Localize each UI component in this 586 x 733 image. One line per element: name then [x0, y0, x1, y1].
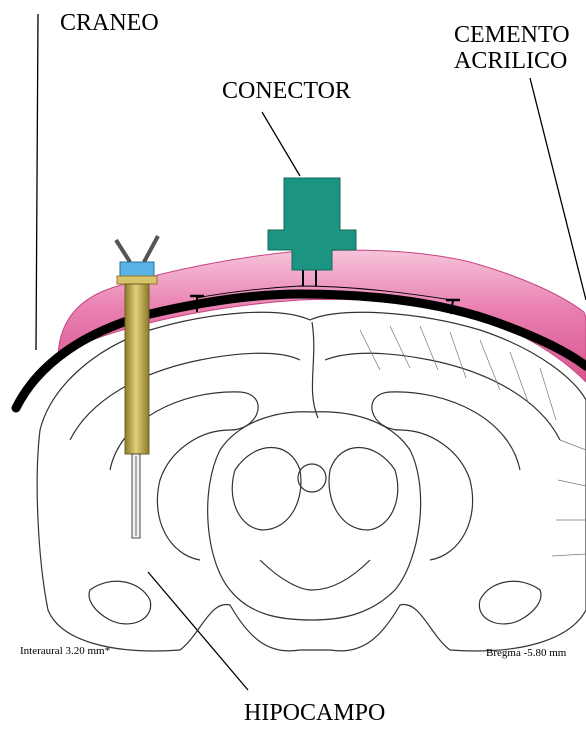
- label-conector: CONECTOR: [222, 78, 351, 104]
- hippocampus-right: [372, 392, 520, 560]
- cortex-columns: [360, 326, 586, 556]
- cortex-right-inner: [325, 353, 560, 440]
- electrode: [116, 236, 158, 538]
- column-line: [552, 554, 586, 556]
- label-bregma: Bregma -5.80 mm: [486, 647, 567, 659]
- label-acrilico: ACRILICO: [454, 48, 567, 74]
- column-line: [420, 326, 438, 370]
- column-line: [480, 340, 500, 390]
- electrode-shaft: [125, 284, 149, 454]
- column-line: [510, 352, 528, 402]
- column-line: [390, 326, 410, 368]
- brainstem-lower: [260, 560, 370, 590]
- electrode-collar: [117, 276, 157, 284]
- column-line: [558, 480, 586, 486]
- ventral-right: [479, 581, 541, 624]
- cemento-leader: [530, 78, 586, 300]
- thalamus-left-lobe: [232, 448, 301, 531]
- conector-leader: [262, 112, 300, 176]
- column-line: [450, 332, 466, 378]
- label-interaural: Interaural 3.20 mm*: [20, 645, 110, 657]
- electrode-wire-left: [116, 240, 130, 262]
- label-cemento: CEMENTO: [454, 22, 570, 48]
- label-craneo: CRANEO: [60, 10, 159, 36]
- brain-outline: [37, 312, 586, 651]
- electrode-cap: [120, 262, 154, 276]
- craneo-leader: [36, 14, 38, 350]
- ventricle-core: [298, 464, 326, 492]
- leader-lines: [36, 14, 586, 690]
- column-line: [360, 330, 380, 370]
- hipocampo-leader: [148, 572, 248, 690]
- label-hipocampo: HIPOCAMPO: [244, 700, 385, 726]
- electrode-wire-right: [144, 236, 158, 262]
- brain-section: [37, 312, 586, 651]
- midline: [312, 322, 318, 418]
- column-line: [540, 368, 556, 420]
- ventral-left: [89, 581, 151, 624]
- column-line: [560, 440, 586, 450]
- cortex-left-inner: [70, 353, 300, 440]
- thalamus-right-lobe: [329, 448, 398, 531]
